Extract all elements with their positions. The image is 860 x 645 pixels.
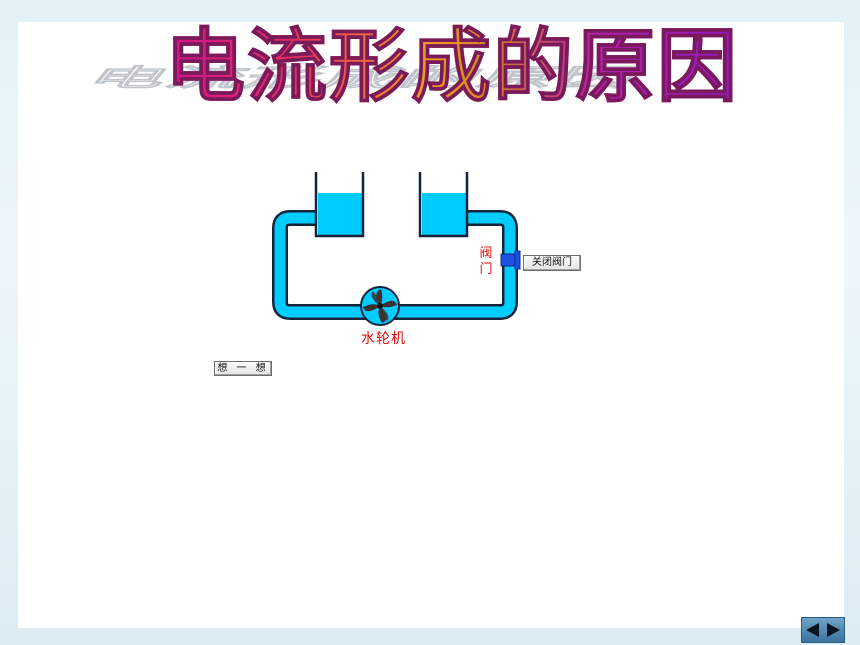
prev-slide-icon[interactable] bbox=[804, 621, 822, 639]
right-water-tank bbox=[418, 172, 469, 238]
think-button[interactable]: 想 一 想 bbox=[214, 361, 272, 376]
page-title: 电流形成的原因 bbox=[164, 2, 739, 118]
slide-navigation bbox=[801, 617, 845, 643]
valve-label: 阀门 bbox=[479, 246, 493, 277]
turbine-label: 水轮机 bbox=[361, 331, 406, 347]
title-area: 电流形成的原因 电流形成的原因 bbox=[0, 0, 860, 120]
turbine-icon bbox=[360, 286, 400, 326]
slide-canvas bbox=[18, 22, 844, 628]
valve-icon[interactable] bbox=[500, 250, 521, 270]
close-valve-button[interactable]: 关闭阀门 bbox=[523, 255, 581, 271]
next-slide-icon[interactable] bbox=[824, 621, 842, 639]
left-water-tank bbox=[314, 172, 365, 238]
